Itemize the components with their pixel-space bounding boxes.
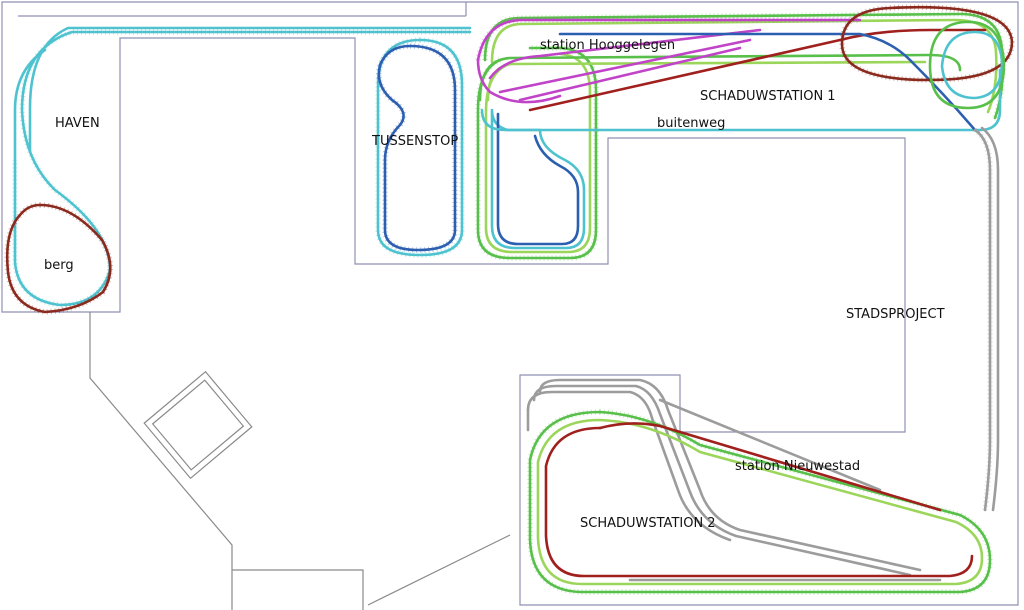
track-tussenstop-blue xyxy=(376,43,458,253)
track-red-upper xyxy=(528,28,987,112)
label-buitenweg: buitenweg xyxy=(657,116,725,131)
track-schaduwstation2-red xyxy=(544,422,974,578)
label-haven: HAVEN xyxy=(55,116,100,131)
label-schaduwstation-2: SCHADUWSTATION 2 xyxy=(580,516,716,531)
label-berg: berg xyxy=(44,258,74,273)
track-schaduwstation2-gray xyxy=(526,378,922,577)
label-station-hooggelegen: station Hooggelegen xyxy=(540,38,675,53)
stairs xyxy=(143,370,253,480)
track-berg-loop xyxy=(4,202,113,315)
track-right-gray xyxy=(973,126,1000,512)
track-upper-right-cyan xyxy=(928,20,1006,110)
track-schaduwstation2-green xyxy=(527,409,993,595)
track-middle-loops xyxy=(475,45,599,261)
track-haven-cyan xyxy=(12,26,472,308)
label-tussenstop: TUSSENSTOP xyxy=(371,134,458,149)
track-upper-right-brown xyxy=(839,4,1015,83)
label-station-nieuwestad: station Nieuwestad xyxy=(735,459,860,474)
label-schaduwstation-1: SCHADUWSTATION 1 xyxy=(700,89,836,104)
track-hooggelegen-magenta xyxy=(475,17,862,104)
house-walls xyxy=(89,312,511,610)
label-stadsproject: STADSPROJECT xyxy=(846,307,945,322)
track-blue-diagonal xyxy=(558,32,977,132)
